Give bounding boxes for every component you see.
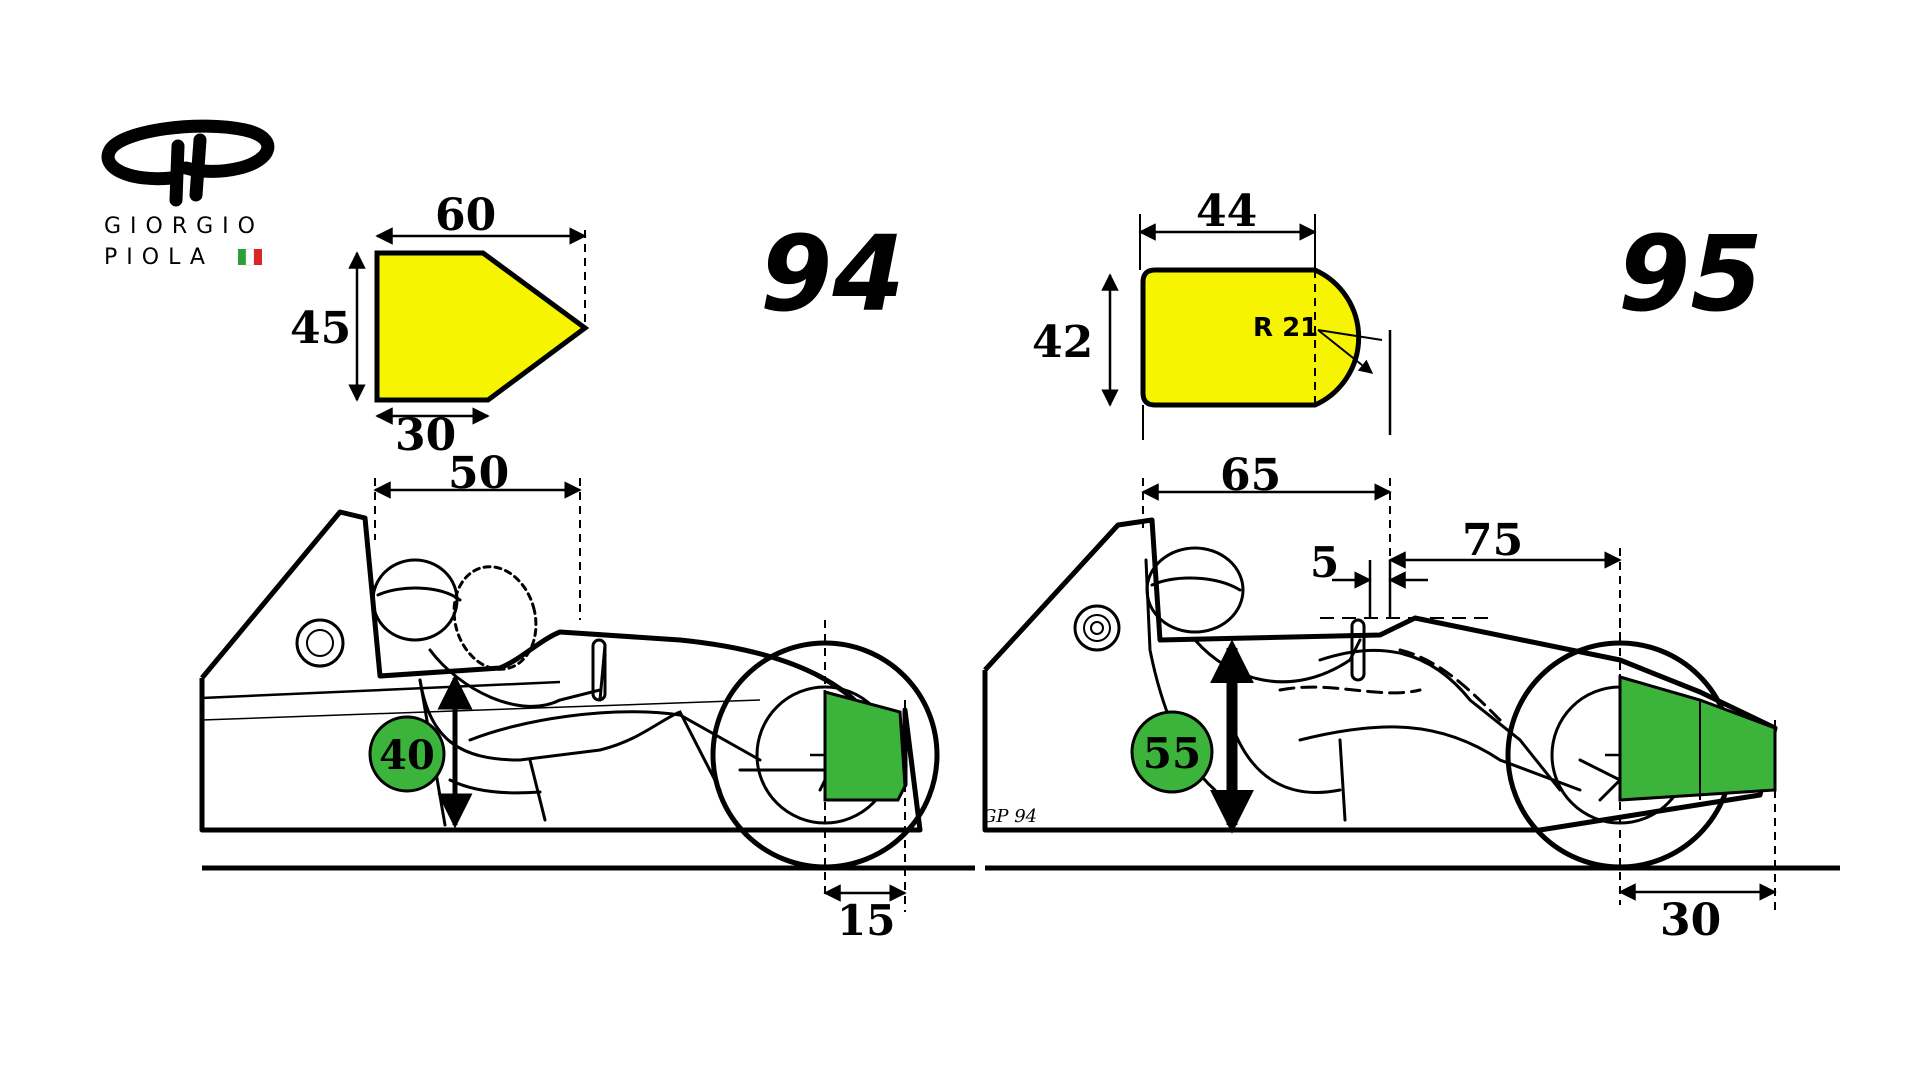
- cockpit-opening-94: 50: [448, 448, 509, 499]
- diagram-1995: 95 44 42 R 21 65 5 75: [982, 186, 1840, 946]
- section-width-94: 60: [435, 190, 496, 241]
- giorgio-piola-logo: GIORGIO PIOLA: [101, 119, 275, 270]
- cockpit-section-shape-94: [374, 250, 590, 403]
- cockpit-opening-95: 65: [1220, 450, 1281, 501]
- rear-overhang-95: 30: [1660, 895, 1721, 946]
- car-outline-94: [199, 509, 923, 833]
- rear-length-95: 75: [1462, 515, 1523, 566]
- driver-figure-95: [1144, 546, 1623, 822]
- sidepod-intake-94: [295, 618, 345, 668]
- sidepod-intake-95: [1073, 604, 1121, 652]
- seat-height-95: 55: [1143, 729, 1201, 778]
- logo-name-last: PIOLA: [104, 245, 214, 270]
- seat-height-94: 40: [379, 732, 435, 779]
- seat-height-badge-94: [368, 715, 446, 793]
- gp-monogram-icon: [101, 119, 275, 207]
- svg-text:GP 94: GP 94: [982, 806, 1037, 827]
- seat-height-badge-95: [1130, 710, 1214, 794]
- rear-weight-zone-95: [1618, 675, 1777, 802]
- section-height-94: 45: [290, 303, 351, 354]
- diagram-1994: 94 60 45 30 50: [199, 190, 975, 945]
- driver-figure-94: [371, 558, 833, 827]
- cockpit-section-shape-95: [1140, 267, 1362, 408]
- year-label-95: 95: [1618, 213, 1763, 335]
- section-height-95: 42: [1032, 317, 1093, 368]
- artist-signature: GP 94: [982, 806, 1037, 827]
- logo-name-first: GIORGIO: [104, 214, 264, 239]
- rear-weight-zone-94: [823, 690, 907, 802]
- year-label-94: 94: [760, 213, 905, 335]
- gap-95: 5: [1310, 538, 1339, 587]
- section-radius-95: R 21: [1253, 313, 1318, 343]
- italian-flag-icon: [238, 248, 262, 266]
- cockpit-section-94: 60 45 30: [290, 190, 590, 461]
- rear-overhang-94: 15: [837, 896, 895, 945]
- cockpit-section-95: 44 42 R 21: [1032, 186, 1383, 408]
- section-width-95: 44: [1196, 186, 1257, 237]
- section-base-94: 30: [395, 410, 456, 461]
